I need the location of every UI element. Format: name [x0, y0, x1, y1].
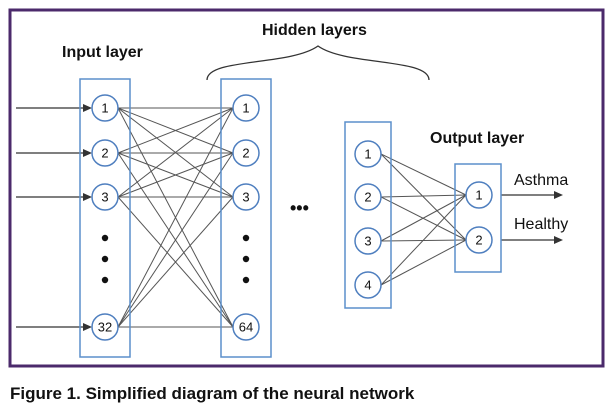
nodes: 1 2 3 32 1 2 3 64 1 2 3 4 1 2 — [91, 94, 493, 341]
hidden-last-node-label: 3 — [364, 234, 371, 249]
hidden-layers-brace — [206, 45, 430, 81]
connection-line — [380, 239, 467, 286]
connection-line — [117, 107, 234, 328]
connection-line — [380, 153, 467, 196]
vertical-dot — [101, 255, 109, 263]
vertical-dots — [101, 234, 250, 284]
output-node-label: 1 — [475, 188, 482, 203]
input-arrow-head — [83, 193, 92, 201]
vertical-dot — [242, 234, 250, 242]
hidden-first-node — [232, 139, 260, 167]
output-node — [465, 181, 493, 209]
connection-line — [380, 153, 467, 241]
connection-line — [117, 107, 234, 198]
hidden-last-node-label: 2 — [364, 190, 371, 205]
input-layer-label: Input layer — [62, 44, 143, 61]
input-arrow-head — [83, 323, 92, 331]
hidden-first-node-label: 2 — [242, 146, 249, 161]
input-arrow-head — [83, 104, 92, 112]
vertical-dot — [242, 276, 250, 284]
connection-line — [117, 196, 234, 328]
arrows — [16, 104, 563, 331]
hidden-last-node-label: 1 — [364, 147, 371, 162]
hidden-layers-label: Hidden layers — [262, 22, 367, 39]
connections — [117, 107, 467, 328]
figure-caption: Figure 1. Simplified diagram of the neur… — [10, 384, 415, 403]
connection-line — [380, 194, 467, 198]
hidden-last-node — [354, 227, 382, 255]
neural-network-diagram: 1 2 3 32 1 2 3 64 1 2 3 4 1 2 Input layer Hidden laye… — [8, 8, 605, 368]
hidden-last-layer-box — [344, 121, 392, 309]
output-node-label: 2 — [475, 233, 482, 248]
hidden-last-node — [354, 140, 382, 168]
hidden-first-node — [232, 313, 260, 341]
input-node — [91, 183, 119, 211]
hidden-first-node-label: 64 — [239, 320, 253, 335]
output-arrow-head — [554, 236, 563, 244]
output-layer-label: Output layer — [430, 130, 524, 147]
input-node-label: 2 — [101, 146, 108, 161]
hidden-first-layer-box — [220, 78, 272, 358]
output-label-healthy: Healthy — [514, 216, 568, 233]
input-node — [91, 139, 119, 167]
connection-line — [117, 107, 234, 154]
input-arrow-head — [83, 149, 92, 157]
connection-line — [117, 152, 234, 328]
vertical-dot — [242, 255, 250, 263]
connection-line — [117, 152, 234, 198]
input-node — [91, 94, 119, 122]
hidden-last-node-label: 4 — [364, 278, 371, 293]
hidden-last-node — [354, 183, 382, 211]
hidden-first-node — [232, 183, 260, 211]
hidden-first-node — [232, 94, 260, 122]
input-node-label: 1 — [101, 101, 108, 116]
hidden-first-node-label: 3 — [242, 190, 249, 205]
hidden-first-node-label: 1 — [242, 101, 249, 116]
vertical-dot — [101, 234, 109, 242]
hidden-last-node — [354, 271, 382, 299]
input-node-label: 32 — [98, 320, 112, 335]
hidden-ellipsis: ••• — [290, 198, 309, 218]
output-layer-box — [454, 163, 502, 273]
input-layer-box — [79, 78, 131, 358]
output-node — [465, 226, 493, 254]
output-arrow-head — [554, 191, 563, 199]
layer-boxes — [79, 78, 502, 358]
input-node — [91, 313, 119, 341]
connection-line — [380, 194, 467, 286]
vertical-dot — [101, 276, 109, 284]
output-label-asthma: Asthma — [514, 172, 568, 189]
connection-line — [380, 194, 467, 242]
input-node-label: 3 — [101, 190, 108, 205]
